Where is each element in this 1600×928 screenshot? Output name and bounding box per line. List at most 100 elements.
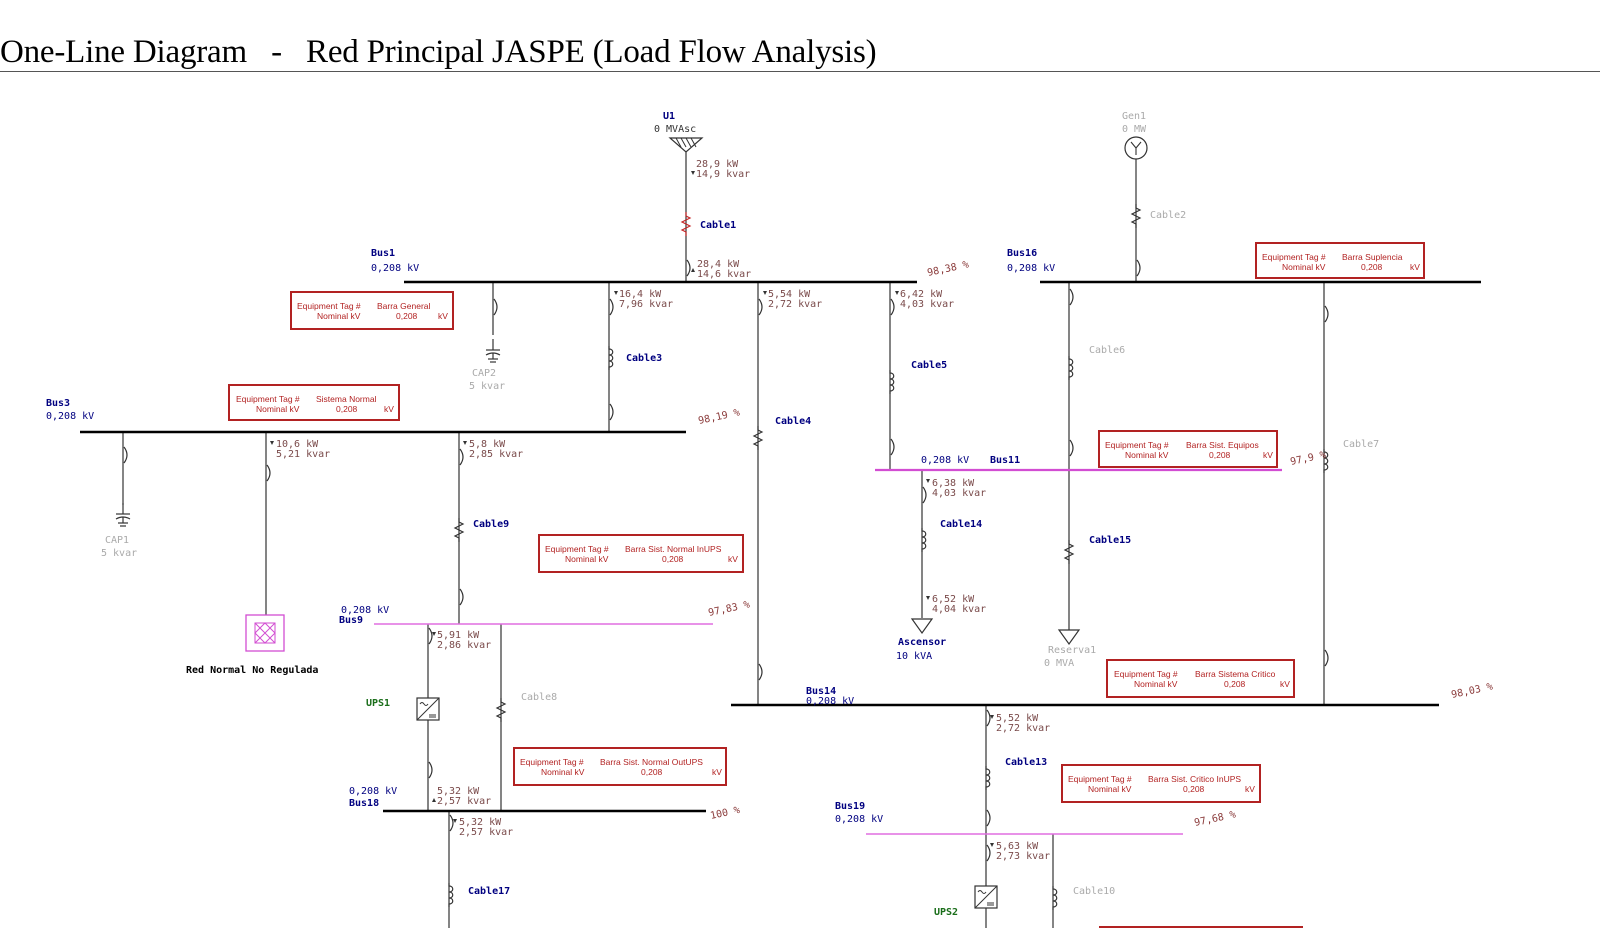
tag-kv-value: 0,208 bbox=[1224, 679, 1246, 689]
flow-arrows bbox=[270, 171, 994, 847]
tag-header: Equipment Tag # bbox=[545, 544, 609, 554]
cap1-symbol[interactable] bbox=[115, 502, 131, 527]
bus14-pct: 98,03 % bbox=[1450, 681, 1494, 701]
tag-name: Barra Sist. Normal InUPS bbox=[625, 544, 722, 554]
cable3-label: Cable3 bbox=[626, 353, 662, 364]
flow-ups2-kvar: 2,73 kvar bbox=[996, 851, 1050, 862]
cable15-label: Cable15 bbox=[1089, 535, 1131, 546]
ascensor-load-symbol[interactable] bbox=[911, 618, 933, 634]
cap1-rating: 5 kvar bbox=[101, 548, 137, 559]
flow-cable9-kvar: 2,85 kvar bbox=[469, 449, 523, 460]
ascensor-name: Ascensor bbox=[898, 637, 946, 648]
bus19-name: Bus19 bbox=[835, 801, 865, 812]
tag-unit: kV bbox=[1280, 679, 1290, 689]
reserva1-load-symbol[interactable] bbox=[1058, 629, 1080, 645]
flow-bus18-in-kvar: 2,57 kvar bbox=[437, 796, 491, 807]
cable14-label: Cable14 bbox=[940, 519, 982, 530]
cap2-rating: 5 kvar bbox=[469, 381, 505, 392]
tag-kv-header: Nominal kV bbox=[1282, 262, 1326, 272]
flow-cable14-kw: 6,38 kW bbox=[932, 478, 975, 489]
cable10-label: Cable10 bbox=[1073, 886, 1115, 897]
cap2-name: CAP2 bbox=[472, 368, 496, 379]
cap1-name: CAP1 bbox=[105, 535, 129, 546]
tag-unit: kV bbox=[438, 311, 448, 321]
cap2-symbol[interactable] bbox=[485, 338, 501, 363]
bus16-kv: 0,208 kV bbox=[1007, 263, 1055, 274]
bus11-name: Bus11 bbox=[990, 455, 1020, 466]
bus3-kv: 0,208 kV bbox=[46, 411, 94, 422]
reserva1-rating: 0 MVA bbox=[1044, 658, 1074, 669]
bus9-kv: 0,208 kV bbox=[341, 605, 389, 616]
tag-header: Equipment Tag # bbox=[1068, 774, 1132, 784]
tag-unit: kV bbox=[712, 767, 722, 777]
tag-kv-header: Nominal kV bbox=[256, 404, 300, 414]
tag-header: Equipment Tag # bbox=[236, 394, 300, 404]
flow-cable5-kvar: 4,03 kvar bbox=[900, 299, 954, 310]
tag-barra-sist-equipos[interactable]: Equipment Tag # Barra Sist. Equipos Nomi… bbox=[1098, 430, 1278, 468]
tag-barra-normal-inups[interactable]: Equipment Tag # Barra Sist. Normal InUPS… bbox=[538, 534, 744, 573]
tag-unit: kV bbox=[1245, 784, 1255, 794]
ascensor-rating: 10 kVA bbox=[896, 651, 932, 662]
tag-barra-suplencia[interactable]: Equipment Tag # Barra Suplencia Nominal … bbox=[1255, 242, 1425, 279]
tag-header: Equipment Tag # bbox=[1262, 252, 1326, 262]
tag-unit: kV bbox=[728, 554, 738, 564]
tag-sistema-normal[interactable]: Equipment Tag # Sistema Normal Nominal k… bbox=[228, 384, 400, 421]
tag-header: Equipment Tag # bbox=[1114, 669, 1178, 679]
tag-kv-value: 0,208 bbox=[1209, 450, 1231, 460]
flow-cable4-kvar: 2,72 kvar bbox=[768, 299, 822, 310]
cable6-label: Cable6 bbox=[1089, 345, 1125, 356]
bus3-name: Bus3 bbox=[46, 398, 70, 409]
tag-barra-general[interactable]: Equipment Tag # Barra General Nominal kV… bbox=[290, 291, 454, 330]
tag-kv-header: Nominal kV bbox=[1134, 679, 1178, 689]
diagram-title: One-Line Diagram - Red Principal JASPE (… bbox=[0, 34, 877, 70]
cable8-label: Cable8 bbox=[521, 692, 557, 703]
flow-cable9-kw: 5,8 kW bbox=[469, 439, 506, 450]
tag-unit: kV bbox=[1263, 450, 1273, 460]
bus18-pct: 100 % bbox=[709, 805, 741, 822]
cable1-label: Cable1 bbox=[700, 220, 736, 231]
tag-barra-normal-outups[interactable]: Equipment Tag # Barra Sist. Normal OutUP… bbox=[513, 747, 727, 786]
flow-cable3-kw: 16,4 kW bbox=[619, 289, 662, 300]
flow-ups1-kw: 5,91 kW bbox=[437, 630, 480, 641]
tag-kv-value: 0,208 bbox=[641, 767, 663, 777]
tag-barra-critico-inups[interactable]: Equipment Tag # Barra Sist. Critico InUP… bbox=[1061, 764, 1261, 803]
gen1-rating: 0 MW bbox=[1122, 124, 1147, 135]
buses bbox=[80, 280, 1481, 835]
bus11-kv: 0,208 kV bbox=[921, 455, 969, 466]
bus14-name: Bus14 bbox=[806, 686, 836, 697]
tag-kv-value: 0,208 bbox=[1361, 262, 1383, 272]
tag-header: Equipment Tag # bbox=[1105, 440, 1169, 450]
ups1-symbol[interactable] bbox=[416, 697, 440, 721]
red-normal-name: Red Normal No Regulada bbox=[186, 665, 318, 676]
flow-ups2-kw: 5,63 kW bbox=[996, 841, 1039, 852]
tag-unit: kV bbox=[384, 404, 394, 414]
bus11-pct: 97,9 % bbox=[1289, 450, 1327, 468]
cable4-label: Cable4 bbox=[775, 416, 811, 427]
tag-name: Barra Sist. Equipos bbox=[1186, 440, 1259, 450]
bus18-kv: 0,208 kV bbox=[349, 786, 397, 797]
reserva1-name: Reserva1 bbox=[1048, 645, 1096, 656]
utility-u1-symbol[interactable] bbox=[668, 137, 704, 153]
cable17-label: Cable17 bbox=[468, 886, 510, 897]
cable9-label: Cable9 bbox=[473, 519, 509, 530]
cable2-label: Cable2 bbox=[1150, 210, 1186, 221]
tag-name: Sistema Normal bbox=[316, 394, 377, 404]
tag-kv-value: 0,208 bbox=[396, 311, 418, 321]
tag-kv-value: 0,208 bbox=[1183, 784, 1205, 794]
cable13-label: Cable13 bbox=[1005, 757, 1047, 768]
red-normal-load-symbol[interactable] bbox=[245, 614, 285, 652]
bus1-name: Bus1 bbox=[371, 248, 395, 259]
tag-barra-sistema-critico[interactable]: Equipment Tag # Barra Sistema Critico No… bbox=[1106, 659, 1295, 698]
ups2-symbol[interactable] bbox=[974, 885, 998, 909]
flow-cable17-kw: 5,32 kW bbox=[459, 817, 502, 828]
title-rule bbox=[0, 71, 1600, 72]
bus1-pct: 98,38 % bbox=[926, 259, 970, 279]
flow-cable4-kw: 5,54 kW bbox=[768, 289, 811, 300]
flow-ascensor-kvar: 4,04 kvar bbox=[932, 604, 986, 615]
bus9-pct: 97,83 % bbox=[707, 599, 751, 619]
bus16-name: Bus16 bbox=[1007, 248, 1037, 259]
flow-cable13-kw: 5,52 kW bbox=[996, 713, 1039, 724]
flow-cable5-kw: 6,42 kW bbox=[900, 289, 943, 300]
generator-gen1-symbol[interactable] bbox=[1124, 136, 1148, 160]
bus19-kv: 0,208 kV bbox=[835, 814, 883, 825]
